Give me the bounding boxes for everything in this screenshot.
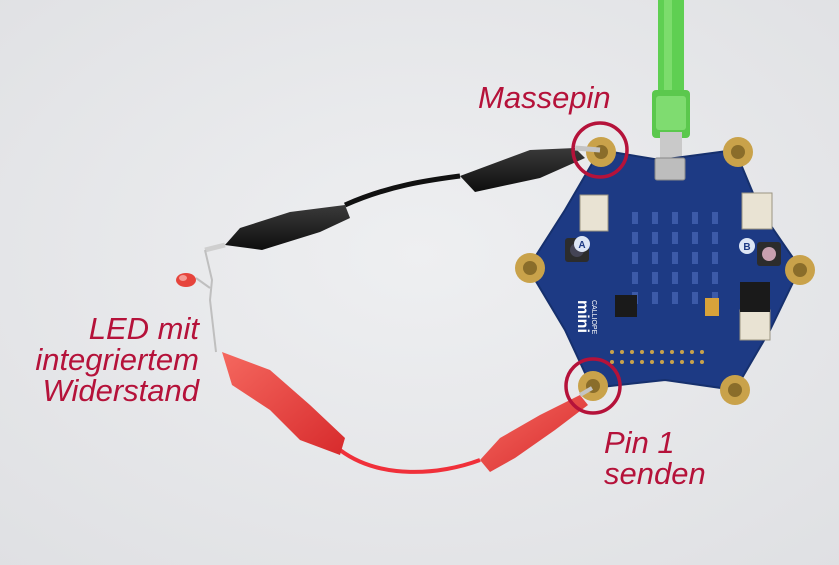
led-label-line: LED mit (88, 311, 199, 346)
led-label-line: integriertem (35, 342, 199, 377)
button-a-label: A (578, 240, 585, 251)
ground-pin-label: Massepin (478, 80, 611, 115)
board-brand: mini (574, 300, 591, 333)
pin1-label: Pin 1 senden (604, 427, 706, 489)
black-wire (204, 145, 601, 253)
button-b-label: B (743, 242, 750, 253)
led-label: LED mit integriertem Widerstand (35, 313, 199, 406)
calliope-board: A B mini CALLIOPE (515, 137, 815, 405)
pin1-label-line: Pin 1 (604, 425, 675, 460)
ground-pin-highlight (571, 121, 629, 179)
board-subbrand: CALLIOPE (590, 300, 597, 335)
usb-cable (652, 0, 690, 158)
red-wire (222, 352, 594, 474)
pin1-label-line: senden (604, 456, 706, 491)
pin1-highlight (564, 357, 622, 415)
led-component (176, 249, 217, 353)
led-label-line: Widerstand (42, 373, 199, 408)
